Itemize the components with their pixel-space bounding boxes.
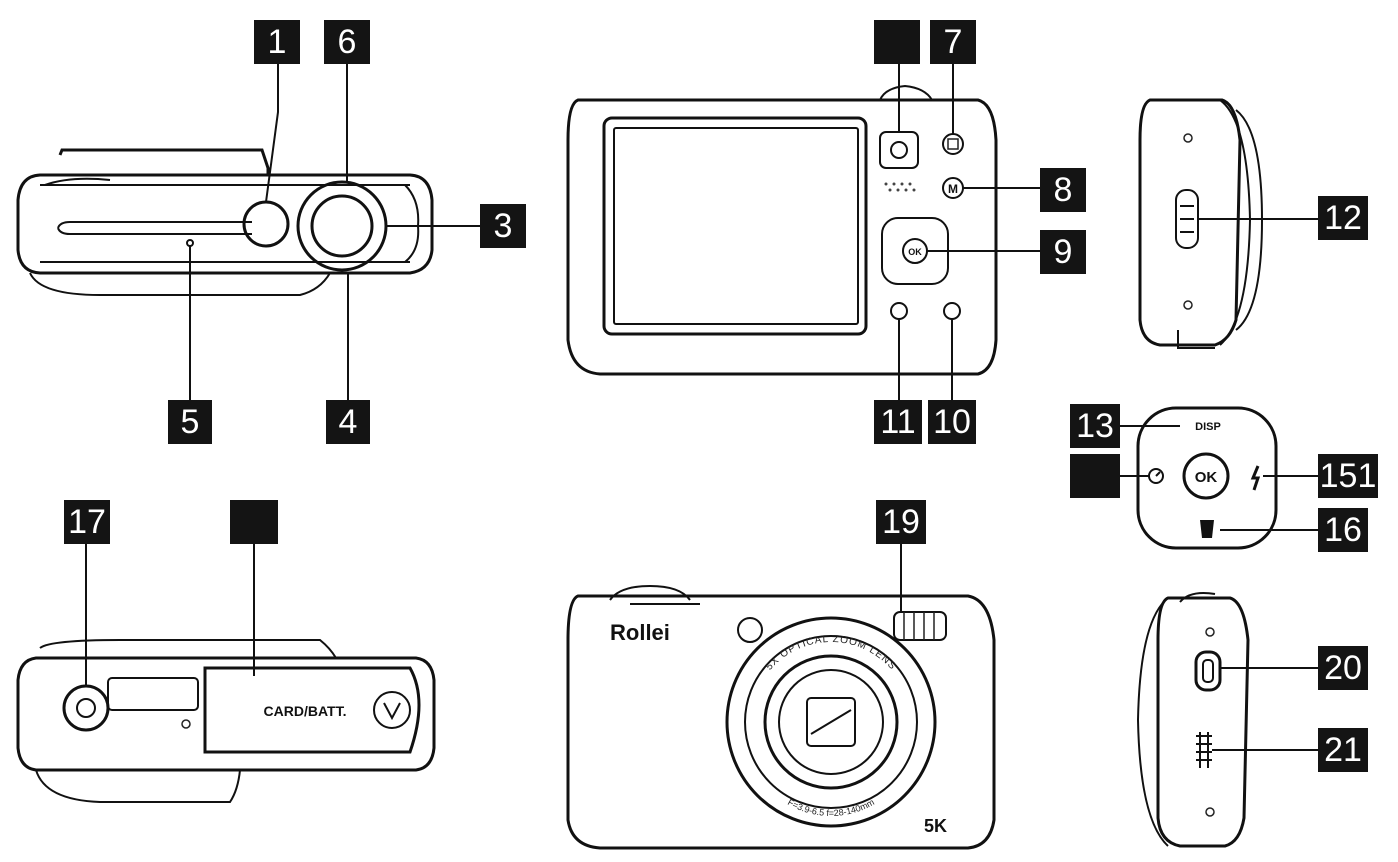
callout-8: 8	[1040, 168, 1086, 212]
lens-top-text: 5X OPTICAL ZOOM LENS	[764, 634, 897, 673]
callout-11: 11	[874, 400, 922, 444]
callout-21: 21	[1318, 728, 1368, 772]
top-view	[16, 148, 434, 296]
brand-logo-text: Rollei	[610, 620, 670, 645]
front-indicator-lamp	[737, 617, 763, 643]
flash-window	[893, 611, 947, 641]
flash-icon	[1250, 465, 1261, 491]
callout-19: 19	[876, 500, 926, 544]
lcd-screen-inner	[613, 127, 859, 325]
callout-4: 4	[326, 400, 370, 444]
svg-text:M: M	[948, 182, 958, 196]
callout-blank-bottom	[230, 500, 278, 544]
back-view: M OK	[566, 84, 998, 376]
dpad-detail: OK DISP	[1136, 406, 1278, 550]
callout-12: 12	[1318, 196, 1368, 240]
side-view-strap	[1138, 98, 1264, 349]
battery-door	[203, 666, 421, 754]
callout-17: 17	[64, 500, 110, 544]
callout-16: 16	[1318, 508, 1368, 552]
callout-7: 7	[930, 20, 976, 64]
svg-text:5X OPTICAL ZOOM LENS: 5X OPTICAL ZOOM LENS	[764, 634, 898, 673]
front-view: Rollei 5X OPTICAL ZOOM LENS F=3.9-6.5 f=…	[566, 584, 996, 850]
callout-blank-back	[874, 20, 920, 64]
card-batt-label: CARD/BATT.	[264, 703, 347, 719]
lens-shutter	[806, 697, 856, 747]
callout-blank-dpad	[1070, 454, 1120, 498]
side-view-ports	[1136, 592, 1250, 848]
tripod-mount-outer	[62, 684, 110, 732]
usb-port	[1194, 650, 1222, 692]
lcd-screen-outer	[602, 116, 868, 336]
callout-9: 9	[1040, 230, 1086, 274]
shutter-button-shape	[242, 200, 290, 248]
callout-6: 6	[324, 20, 370, 64]
bottom-view: CARD/BATT.	[16, 639, 436, 803]
callout-1: 1	[254, 20, 300, 64]
callout-3: 3	[480, 204, 526, 248]
disp-label: DISP	[1195, 421, 1221, 433]
callout-5: 5	[168, 400, 212, 444]
ok-label: OK	[1195, 469, 1218, 486]
model-text: 5K	[924, 816, 947, 836]
dpad-outline	[1136, 406, 1278, 550]
delete-icon	[1200, 520, 1214, 538]
lens-barrel-outer	[725, 616, 937, 828]
svg-text:OK: OK	[908, 247, 922, 257]
callout-13: 13	[1070, 404, 1120, 448]
zoom-ring-inner	[310, 194, 374, 258]
ok-button-shape	[1182, 452, 1230, 500]
callout-20: 20	[1318, 646, 1368, 690]
callout-10: 10	[928, 400, 976, 444]
callout-15: 151	[1318, 454, 1378, 498]
